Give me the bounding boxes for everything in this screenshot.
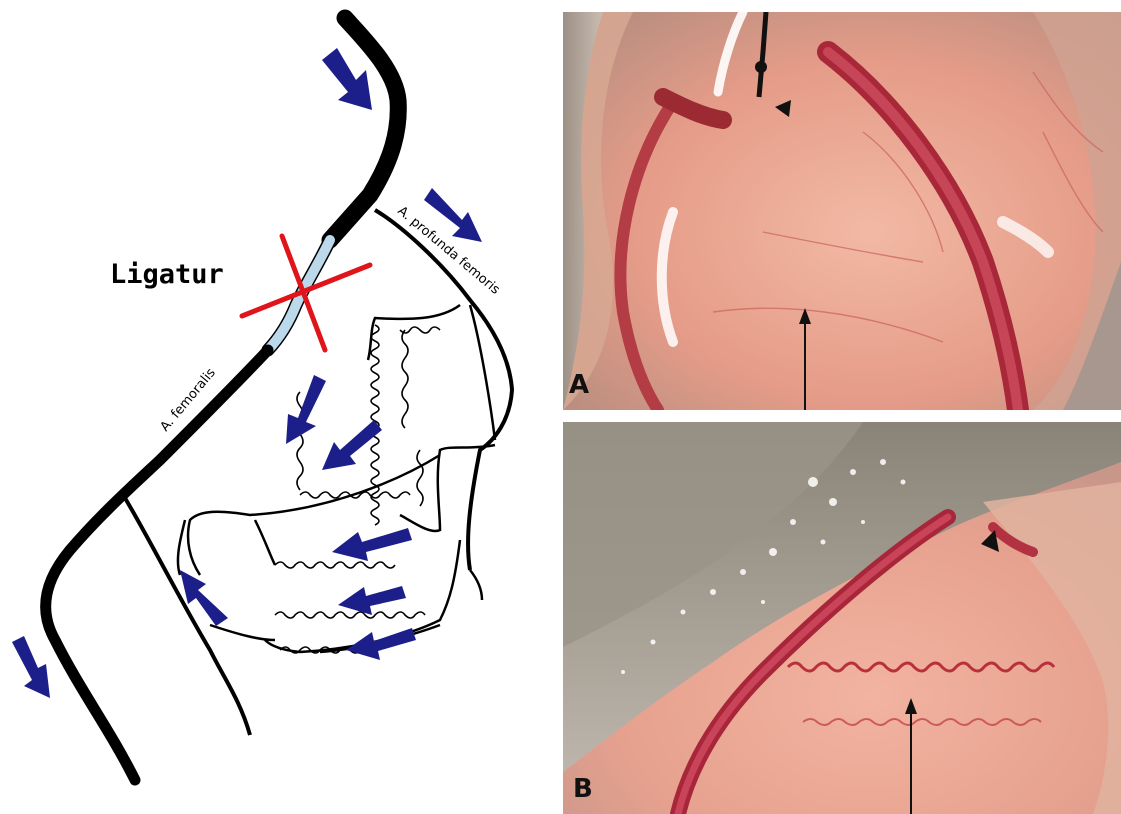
- panel-label-a: A: [569, 370, 589, 400]
- femoral-artery-lower: [46, 350, 268, 780]
- panel-label-b: B: [573, 774, 593, 804]
- tissue-photo-b: [563, 422, 1121, 814]
- flow-arrow-inflow: [322, 48, 372, 110]
- profunda-femoris-artery: [375, 210, 512, 570]
- ligature-label: Ligatur: [110, 259, 224, 290]
- flow-arrow-collateral-5: [346, 628, 416, 660]
- photo-panel-a: A: [563, 12, 1121, 410]
- flow-arrow-collateral-1: [286, 375, 326, 444]
- tissue-photo-a: [563, 12, 1121, 410]
- flow-arrow-collateral-4: [338, 586, 406, 615]
- flow-arrow-collateral-3: [332, 528, 412, 561]
- collateral-network: [178, 305, 495, 652]
- flow-arrow-outflow: [12, 636, 50, 698]
- photo-panel-b: B: [563, 422, 1121, 814]
- ligation-schematic: Ligatur A. femoralis A. profunda femoris: [0, 0, 560, 814]
- ligature-cross: [242, 236, 370, 350]
- flow-arrow-retrograde: [180, 570, 228, 626]
- femoral-artery-upper: [330, 18, 398, 240]
